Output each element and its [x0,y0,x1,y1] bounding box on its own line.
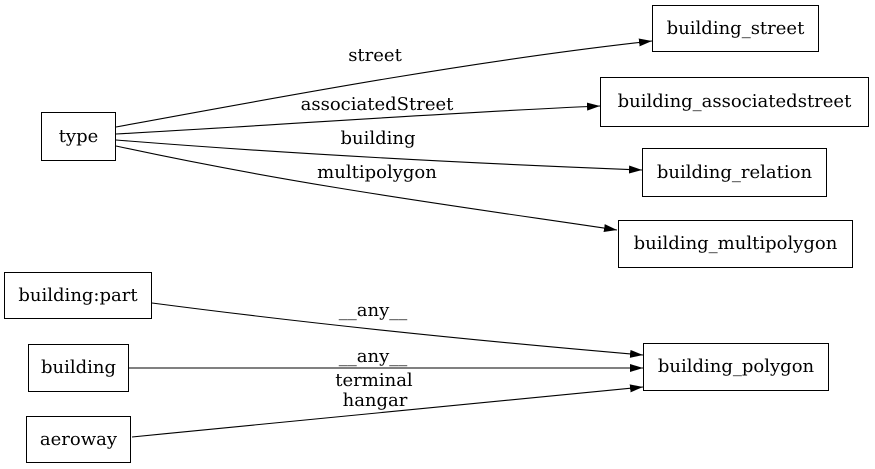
edge-label-building: building [340,128,416,149]
node-building-street: building_street [652,5,819,52]
node-building-polygon: building_polygon [643,343,829,391]
edge-aeroway-to-building-polygon [131,384,644,438]
edge-type-to-building-multipolygon [115,145,618,233]
edge-type-to-building-relation [115,139,643,174]
edge-buildingpart-to-building-polygon [151,302,644,358]
edge-type-to-building-street [115,38,653,128]
node-building-associatedstreet: building_associatedstreet [600,77,869,127]
edge-label-hangar: hangar [342,390,408,411]
node-building-part: building:part [4,272,152,319]
node-building-multipolygon: building_multipolygon [618,220,853,268]
edge-label-any-building: __any__ [338,346,408,367]
edge-label-any-buildingpart: __any__ [338,300,408,321]
node-building: building [28,344,129,392]
node-type: type [41,112,116,161]
edge-label-terminal: terminal [335,370,413,391]
edge-type-to-building-associatedstreet [115,102,601,135]
edge-label-multipolygon: multipolygon [317,162,437,183]
edge-label-associatedstreet: associatedStreet [300,94,454,115]
node-building-relation: building_relation [642,148,827,197]
edge-label-street: street [348,45,402,66]
node-aeroway: aeroway [26,416,131,463]
